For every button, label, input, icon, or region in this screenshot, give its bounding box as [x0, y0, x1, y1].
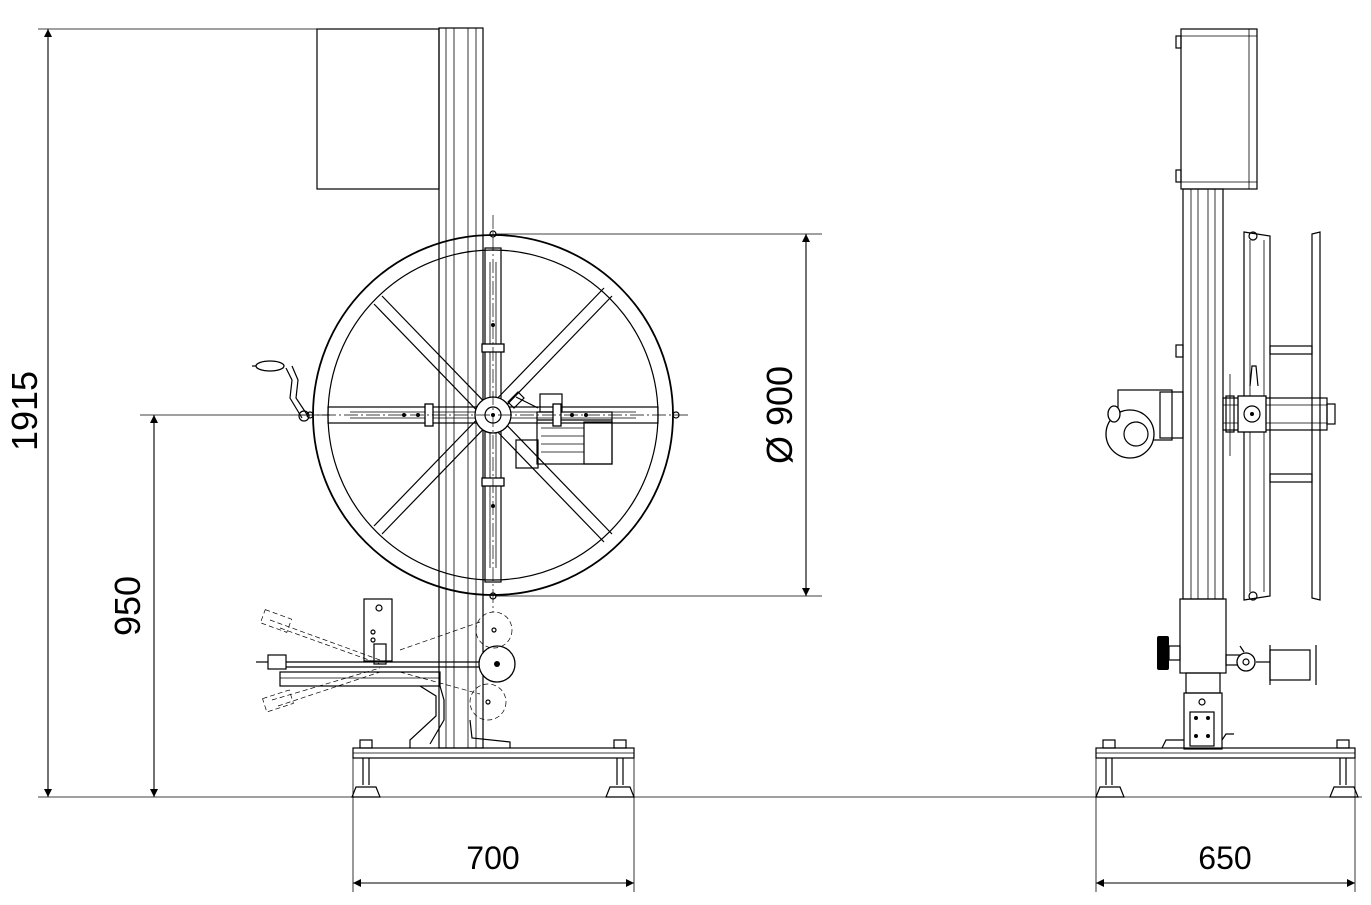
label-total-height: 1915 — [4, 371, 45, 451]
side-base — [1095, 739, 1359, 798]
side-view — [1095, 28, 1359, 798]
label-axis-height: 950 — [107, 576, 148, 636]
side-motor — [1105, 389, 1184, 459]
dimension-lines — [38, 28, 1362, 892]
motor — [515, 393, 613, 469]
side-traverse — [1157, 598, 1317, 750]
control-box — [316, 28, 440, 190]
side-reel — [1222, 231, 1336, 601]
label-front-width: 700 — [466, 840, 519, 876]
traverse-guide — [256, 598, 516, 748]
base-frame — [351, 739, 635, 798]
crank-handle — [252, 360, 310, 422]
front-view — [252, 27, 690, 798]
column — [438, 27, 484, 749]
side-control-box — [1180, 28, 1258, 190]
label-side-width: 650 — [1198, 840, 1251, 876]
label-wheel-diameter: Ø 900 — [759, 366, 800, 464]
